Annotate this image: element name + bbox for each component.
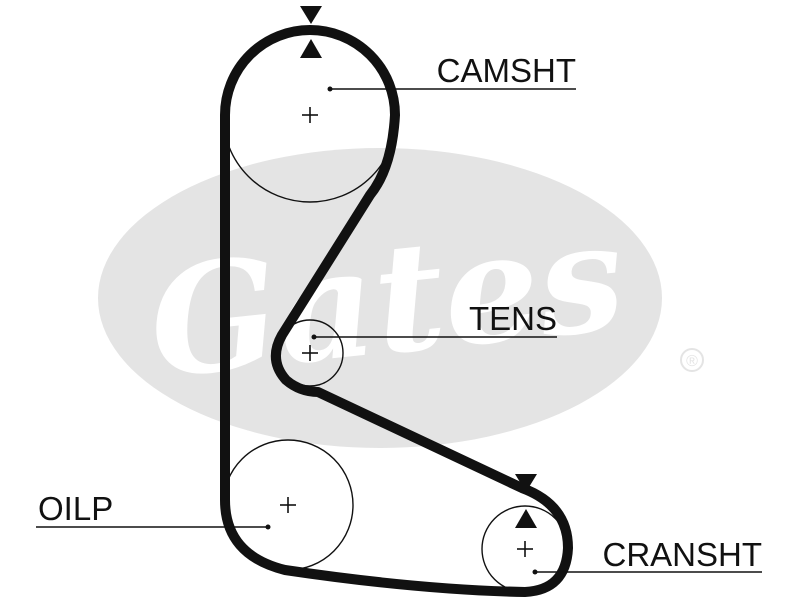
camshaft-label: CAMSHT — [437, 52, 576, 89]
leader-tensioner — [311, 334, 557, 340]
timing-mark-crankshaft — [515, 474, 537, 528]
watermark-registered-mark: ® — [686, 353, 698, 370]
timing-belt — [220, 25, 573, 597]
timing-mark-camshaft — [300, 6, 322, 58]
leader-crankshaft — [532, 569, 762, 575]
leader-camshaft — [327, 86, 576, 92]
gates-watermark: Gates ® — [98, 148, 704, 448]
crankshaft-label: CRANSHT — [602, 536, 762, 573]
leader-oil-pump — [36, 524, 271, 530]
oil-pump-label: OILP — [38, 490, 113, 527]
tensioner-label: TENS — [469, 300, 557, 337]
